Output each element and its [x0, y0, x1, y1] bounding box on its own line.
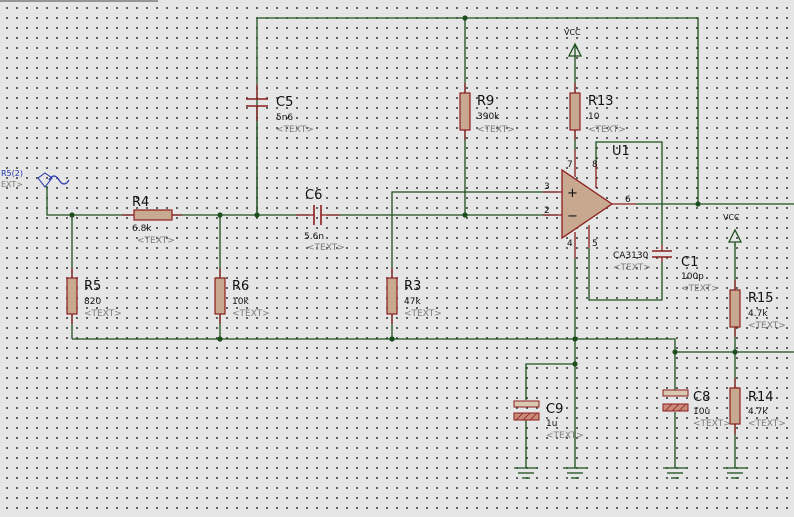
junctions	[69, 15, 738, 367]
capacitor-c1[interactable]: C1 100p <TEXT>	[652, 245, 719, 294]
vcc-label-1: VCC	[564, 28, 581, 37]
c6-value: 5.6n	[304, 232, 324, 242]
r5-text: <TEXT>	[84, 309, 122, 319]
c9-ref: C9	[546, 402, 563, 417]
source-wave-icon	[37, 172, 53, 188]
vcc-label-2: VCC	[723, 213, 740, 222]
r14-value: 4.7k	[748, 407, 768, 417]
u1-value: CA3130	[613, 251, 649, 261]
r5-ref: R5	[84, 279, 101, 294]
r14-ref: R14	[748, 390, 774, 405]
source-sublabel: EXT>	[1, 180, 23, 189]
sine-wave-icon	[48, 175, 70, 185]
pin-7-label: 7	[567, 160, 573, 170]
resistor-r4[interactable]: R4 6.8k <TEXT>	[122, 195, 182, 246]
c6-ref: C6	[305, 188, 322, 203]
capacitor-c8[interactable]: C8 10u <TEXT>	[662, 389, 731, 429]
c9-value: 1u	[546, 419, 557, 429]
r4-text: <TEXT>	[137, 236, 175, 246]
ground-icon	[663, 467, 687, 479]
capacitor-c5[interactable]: C5 5n6 <TEXT>	[246, 84, 314, 135]
r3-text: <TEXT>	[404, 309, 442, 319]
resistor-r3[interactable]: R3 47k <TEXT>	[386, 268, 442, 324]
c9-text: <TEXT>	[546, 431, 584, 441]
r4-value: 6.8k	[132, 224, 152, 234]
c6-text: <TEXT>	[307, 243, 345, 253]
c5-ref: C5	[276, 95, 293, 110]
r4-ref: R4	[132, 195, 149, 210]
c1-ref: C1	[681, 255, 698, 270]
vcc-terminal-1[interactable]: VCC	[564, 28, 583, 57]
r6-value: 10k	[232, 297, 249, 307]
resistor-r6[interactable]: R6 10k <TEXT>	[214, 268, 270, 324]
pin-3-label: 3	[544, 182, 550, 192]
r3-ref: R3	[404, 279, 421, 294]
c5-value: 5n6	[276, 113, 293, 123]
resistor-r15[interactable]: R15 4.7k <TEXT>	[729, 280, 786, 337]
ground-icon	[723, 467, 747, 479]
resistor-r13[interactable]: R13 10 <TEXT>	[569, 83, 626, 140]
vcc-arrow-icon	[727, 228, 743, 243]
r6-text: <TEXT>	[232, 309, 270, 319]
c8-ref: C8	[693, 390, 710, 405]
r15-text: <TEXT>	[748, 321, 786, 331]
r13-ref: R13	[588, 94, 614, 109]
capacitor-c6[interactable]: C6 5.6n <TEXT>	[296, 188, 345, 253]
u1-text: <TEXT>	[613, 263, 651, 273]
pin-5-label: 5	[592, 239, 598, 249]
vcc-terminal-2[interactable]: VCC	[723, 213, 743, 246]
resistor-r5[interactable]: R5 820 <TEXT>	[66, 268, 122, 324]
ground-icon	[563, 467, 587, 479]
r6-ref: R6	[232, 279, 249, 294]
pin-2-label: 2	[544, 206, 550, 216]
r13-text: <TEXT>	[588, 125, 626, 135]
signal-source[interactable]: R5(2) EXT>	[1, 169, 70, 189]
c1-value: 100p	[681, 272, 704, 282]
c8-value: 10u	[693, 407, 710, 417]
r5-value: 820	[84, 297, 101, 307]
ground-symbols	[514, 467, 747, 479]
opamp-u1[interactable]: + − 3 2 6 7 8 4 5 U1 CA3130 <TEXT>	[543, 144, 651, 273]
u1-ref: U1	[612, 144, 630, 159]
r13-value: 10	[588, 112, 600, 122]
c8-text: <TEXT>	[693, 419, 731, 429]
r14-text: <TEXT>	[748, 419, 786, 429]
pin-6-label: 6	[625, 195, 631, 205]
pin-4-label: 4	[567, 239, 573, 249]
r3-value: 47k	[404, 297, 421, 307]
r9-text: <TEXT>	[477, 125, 515, 135]
opamp-plus-sign: +	[567, 186, 578, 201]
opamp-minus-sign: −	[567, 209, 578, 224]
c5-text: <TEXT>	[276, 125, 314, 135]
resistor-r9[interactable]: R9 390k <TEXT>	[459, 83, 515, 140]
pin-8-label: 8	[592, 160, 598, 170]
capacitor-c9[interactable]: C9 1u <TEXT>	[513, 400, 584, 441]
r9-ref: R9	[477, 94, 494, 109]
source-label: R5(2)	[1, 169, 23, 178]
ground-icon	[514, 467, 538, 479]
c1-text: <TEXT>	[681, 284, 719, 294]
r15-ref: R15	[748, 291, 774, 306]
r9-value: 390k	[477, 112, 500, 122]
resistor-r14[interactable]: R14 4.7k <TEXT>	[729, 378, 786, 434]
r15-value: 4.7k	[748, 309, 768, 319]
